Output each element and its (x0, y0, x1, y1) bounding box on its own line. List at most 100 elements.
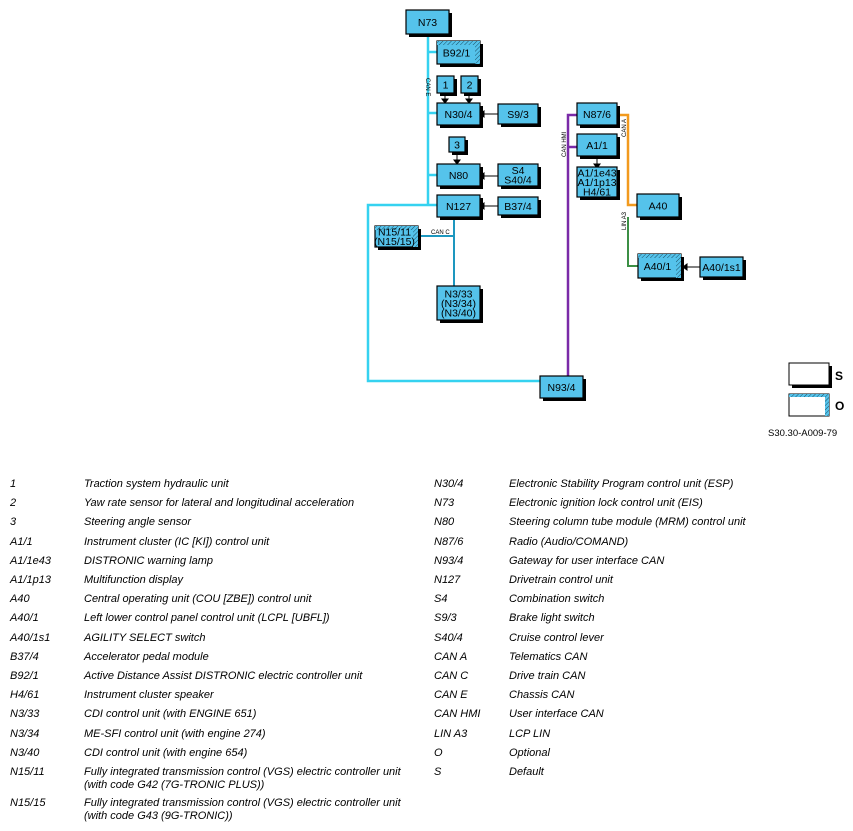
component-n127: N127 (436, 194, 483, 220)
legend-code: A40 (10, 593, 30, 606)
legend-code: N3/33 (10, 708, 40, 721)
network-diagram: CAN E CAN C CAN HMI CAN A LIN A3 N73B92/… (366, 9, 844, 417)
component-a40: A40 (636, 193, 682, 220)
component-box (497, 103, 539, 125)
legend-description: Multifunction display (84, 574, 184, 586)
legend-description: Accelerator pedal module (84, 650, 209, 663)
component-label: (N15/15) (374, 236, 415, 248)
legend-code: CAN A (434, 650, 468, 663)
legend-description: Instrument cluster (IC [KI]) control uni… (84, 535, 270, 548)
legend-code: N80 (434, 516, 455, 529)
legend-description: Cruise control lever (509, 631, 604, 644)
legend-description: Electronic Stability Program control uni… (509, 478, 734, 490)
component-box (497, 163, 539, 187)
legend-description: Radio (Audio/COMAND) (509, 535, 629, 548)
key-o-label: O (835, 399, 844, 413)
component-label: N80 (449, 170, 468, 182)
component-a1-1: A1/1 (576, 133, 620, 159)
component-n93-4: N93/4 (539, 375, 586, 401)
legend-description: Electronic ignition lock control unit (E… (509, 497, 703, 510)
legend-code: N127 (434, 574, 461, 586)
optional-hatch (475, 41, 480, 64)
legend-code: N73 (434, 497, 455, 510)
legend-description: Default (509, 766, 544, 778)
component-label: N30/4 (444, 109, 472, 121)
legend-code: B92/1 (10, 670, 39, 682)
component-box (405, 9, 450, 35)
component-c3: 3 (448, 136, 468, 155)
component-box (576, 133, 618, 157)
can-hmi-bus (540, 113, 577, 383)
legend-description: User interface CAN (509, 708, 604, 721)
optional-hatch (676, 254, 681, 278)
component-label: N87/6 (583, 109, 611, 121)
component-box (448, 136, 466, 153)
component-box (576, 102, 618, 126)
legend-description: Left lower control panel control unit (L… (84, 612, 330, 625)
legend-right: N30/4 Electronic Stability Program contro… (434, 478, 849, 798)
legend-description: DISTRONIC warning lamp (84, 554, 213, 567)
component-b37-4: B37/4 (497, 196, 541, 218)
component-box (636, 193, 680, 218)
component-label: A40 (649, 200, 668, 212)
component-label: N93/4 (547, 382, 575, 394)
lin-a3-label: LIN A3 (622, 211, 628, 230)
can-c-bus (418, 217, 455, 286)
legend-code: 2 (10, 497, 17, 510)
component-n3-33: N3/33(N3/34)(N3/40) (436, 285, 483, 323)
component-box (576, 166, 618, 198)
legend-description: AGILITY SELECT switch (84, 631, 206, 644)
legend-description: Steering angle sensor (84, 516, 192, 529)
legend-description: ME-SFI control unit (with engine 274) (84, 727, 266, 740)
component-label: 3 (454, 139, 460, 151)
component-label: N3/33 (444, 288, 472, 300)
legend-description: Optional (509, 746, 550, 759)
component-s9-3: S9/3 (497, 103, 541, 127)
legend-description: Drivetrain control unit (509, 574, 613, 586)
can-c-label: CAN C (431, 230, 450, 236)
component-label: N127 (446, 201, 471, 213)
legend-code: S40/4 (434, 631, 463, 644)
component-label: B92/1 (443, 47, 471, 59)
legend-code: N15/11 (10, 766, 45, 778)
component-label: A1/1 (586, 140, 608, 152)
legend-code: H4/61 (10, 689, 40, 702)
component-c2: 2 (460, 75, 481, 96)
legend-code: A1/1p13 (10, 574, 51, 586)
key-s-label: S (835, 369, 843, 383)
legend-code: N93/4 (434, 554, 464, 567)
component-box (436, 163, 481, 187)
legend-description: Fully integrated transmission control (V… (84, 797, 401, 822)
component-box (497, 196, 539, 216)
can-a-label: CAN A (622, 119, 628, 137)
component-label: (N3/40) (441, 307, 476, 319)
component-label: (N3/34) (441, 298, 476, 310)
legend-description: Telematics CAN (509, 650, 588, 663)
legend-code: N3/34 (10, 727, 40, 740)
legend-description: Combination switch (509, 593, 605, 606)
legend-description: Traction system hydraulic unit (84, 478, 229, 490)
legend-description: Active Distance Assist DISTRONIC electri… (84, 670, 363, 682)
can-a-bus (616, 113, 637, 207)
reference-code: S30.30-A009-79 (768, 428, 838, 439)
legend-code: N30/4 (434, 478, 464, 490)
component-label: 1 (443, 79, 449, 91)
key-optional: O (788, 393, 844, 417)
legend-code: N15/15 (10, 797, 46, 809)
legend-code: O (434, 746, 443, 759)
legend-code: CAN E (434, 689, 468, 702)
component-label: S40/4 (504, 175, 532, 187)
legend-code: A1/1 (10, 535, 33, 548)
legend-description: Drive train CAN (509, 670, 586, 682)
component-box (436, 194, 481, 218)
legend-code: S (434, 766, 442, 778)
component-label: S4 (512, 165, 525, 177)
legend-description: Central operating unit (COU [ZBE]) contr… (84, 593, 312, 606)
legend-code: S4 (434, 593, 448, 606)
component-box (436, 102, 481, 126)
component-box (539, 375, 584, 399)
component-box (460, 75, 479, 94)
component-box (699, 256, 744, 278)
